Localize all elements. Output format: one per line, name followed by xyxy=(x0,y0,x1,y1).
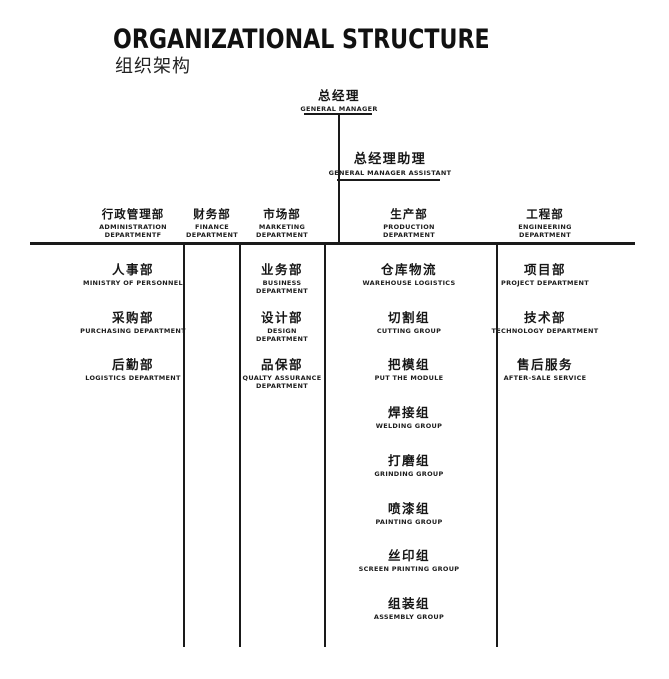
dept-label-en: ADMINISTRATION DEPARTMENTF xyxy=(99,223,167,239)
dept-header: 工程部 ENGINEERING DEPARTMENT xyxy=(480,207,610,239)
connector-departments-horizontal xyxy=(30,242,635,245)
node-label-en: PROJECT DEPARTMENT xyxy=(501,279,589,287)
node-label-en: TECHNOLOGY DEPARTMENT xyxy=(491,326,599,335)
node-general-manager-assistant: 总经理助理 GENERAL MANAGER ASSISTANT xyxy=(320,152,460,177)
node-label-zh: 丝印组 xyxy=(387,548,430,564)
connector-column-separator xyxy=(239,245,241,647)
dept-header: 财务部 FINANCE DEPARTMENT xyxy=(177,207,247,239)
org-node: 人事部 MINISTRY OF PERSONNEL xyxy=(73,262,193,287)
node-label-en: LOGISTICS DEPARTMENT xyxy=(85,374,181,383)
dept-header: 行政管理部 ADMINISTRATION DEPARTMENTF xyxy=(73,207,193,239)
node-label-en: ASSEMBLY GROUP xyxy=(373,612,445,621)
org-node: 项目部 PROJECT DEPARTMENT xyxy=(480,262,610,287)
dept-label-zh: 生产部 xyxy=(390,207,428,221)
connector-assistant-underline xyxy=(337,179,440,181)
node-label-en: CUTTING GROUP xyxy=(376,326,442,335)
node-label-zh: 采购部 xyxy=(111,309,154,325)
org-node: 仓库物流 WAREHOUSE LOGISTICS xyxy=(334,262,484,287)
node-label-en: DESIGN DEPARTMENT xyxy=(256,326,308,343)
node-label-en: MINISTRY OF PERSONNEL xyxy=(83,279,183,287)
node-label-en: WELDING GROUP xyxy=(375,422,443,431)
node-label-en: GRINDING GROUP xyxy=(374,469,444,478)
dept-header: 市场部 MARKETING DEPARTMENT xyxy=(240,207,324,239)
node-label-zh: 总经理 xyxy=(317,88,360,103)
node-label-zh: 总经理助理 xyxy=(353,152,427,167)
node-label-zh: 焊接组 xyxy=(387,405,430,421)
dept-column-marketing: 市场部 MARKETING DEPARTMENT 业务部 BUSINESS DEP… xyxy=(240,205,324,665)
node-label-zh: 把模组 xyxy=(387,357,430,373)
node-label-en: BUSINESS DEPARTMENT xyxy=(256,279,308,295)
node-label-zh: 打磨组 xyxy=(387,452,430,468)
node-label-zh: 技术部 xyxy=(523,309,566,325)
dept-label-en: PRODUCTION DEPARTMENT xyxy=(383,223,435,239)
node-label-zh: 后勤部 xyxy=(111,357,154,373)
dept-column-finance: 财务部 FINANCE DEPARTMENT xyxy=(177,205,247,665)
node-label-zh: 人事部 xyxy=(111,262,154,277)
dept-label-en: MARKETING DEPARTMENT xyxy=(256,223,308,239)
dept-label-zh: 行政管理部 xyxy=(101,207,165,221)
connector-column-separator xyxy=(183,245,185,647)
page-title: ORGANIZATIONAL STRUCTURE xyxy=(113,24,490,55)
org-node: 业务部 BUSINESS DEPARTMENT xyxy=(240,262,324,295)
node-label-zh: 仓库物流 xyxy=(380,262,437,277)
connector-column-separator xyxy=(324,245,326,647)
connector-column-separator xyxy=(496,245,498,647)
dept-label-en: FINANCE DEPARTMENT xyxy=(186,223,238,239)
node-label-zh: 项目部 xyxy=(523,262,566,277)
node-label-en: QUALTY ASSURANCE DEPARTMENT xyxy=(242,374,322,391)
node-label-en: WAREHOUSE LOGISTICS xyxy=(362,279,456,287)
node-label-en: GENERAL MANAGER xyxy=(300,105,378,113)
node-label-zh: 品保部 xyxy=(260,357,303,373)
node-label-en: AFTER-SALE SERVICE xyxy=(503,374,587,383)
node-label-zh: 组装组 xyxy=(387,595,430,611)
node-general-manager: 总经理 GENERAL MANAGER xyxy=(279,88,399,113)
dept-label-zh: 工程部 xyxy=(526,207,564,221)
node-label-zh: 售后服务 xyxy=(516,357,573,373)
node-label-zh: 切割组 xyxy=(387,309,430,325)
page-subtitle: 组织架构 xyxy=(115,56,191,77)
node-label-en: PURCHASING DEPARTMENT xyxy=(80,326,186,335)
node-label-en: PAINTING GROUP xyxy=(375,517,443,526)
dept-column-administration: 行政管理部 ADMINISTRATION DEPARTMENTF 人事部 MINI… xyxy=(73,205,193,665)
node-label-en: SCREEN PRINTING GROUP xyxy=(358,565,460,574)
dept-children xyxy=(177,262,247,665)
dept-label-zh: 财务部 xyxy=(193,207,231,221)
dept-column-production: 生产部 PRODUCTION DEPARTMENT 仓库物流 WAREHOUSE … xyxy=(334,205,484,665)
node-label-zh: 设计部 xyxy=(260,309,303,325)
node-label-zh: 喷漆组 xyxy=(387,500,430,516)
dept-column-engineering: 工程部 ENGINEERING DEPARTMENT 项目部 PROJECT DE… xyxy=(480,205,610,665)
dept-label-en: ENGINEERING DEPARTMENT xyxy=(518,223,572,239)
node-label-en: GENERAL MANAGER ASSISTANT xyxy=(328,169,452,177)
node-label-zh: 业务部 xyxy=(260,262,303,277)
dept-header: 生产部 PRODUCTION DEPARTMENT xyxy=(334,207,484,239)
node-label-en: PUT THE MODULE xyxy=(374,374,444,383)
dept-label-zh: 市场部 xyxy=(263,207,301,221)
